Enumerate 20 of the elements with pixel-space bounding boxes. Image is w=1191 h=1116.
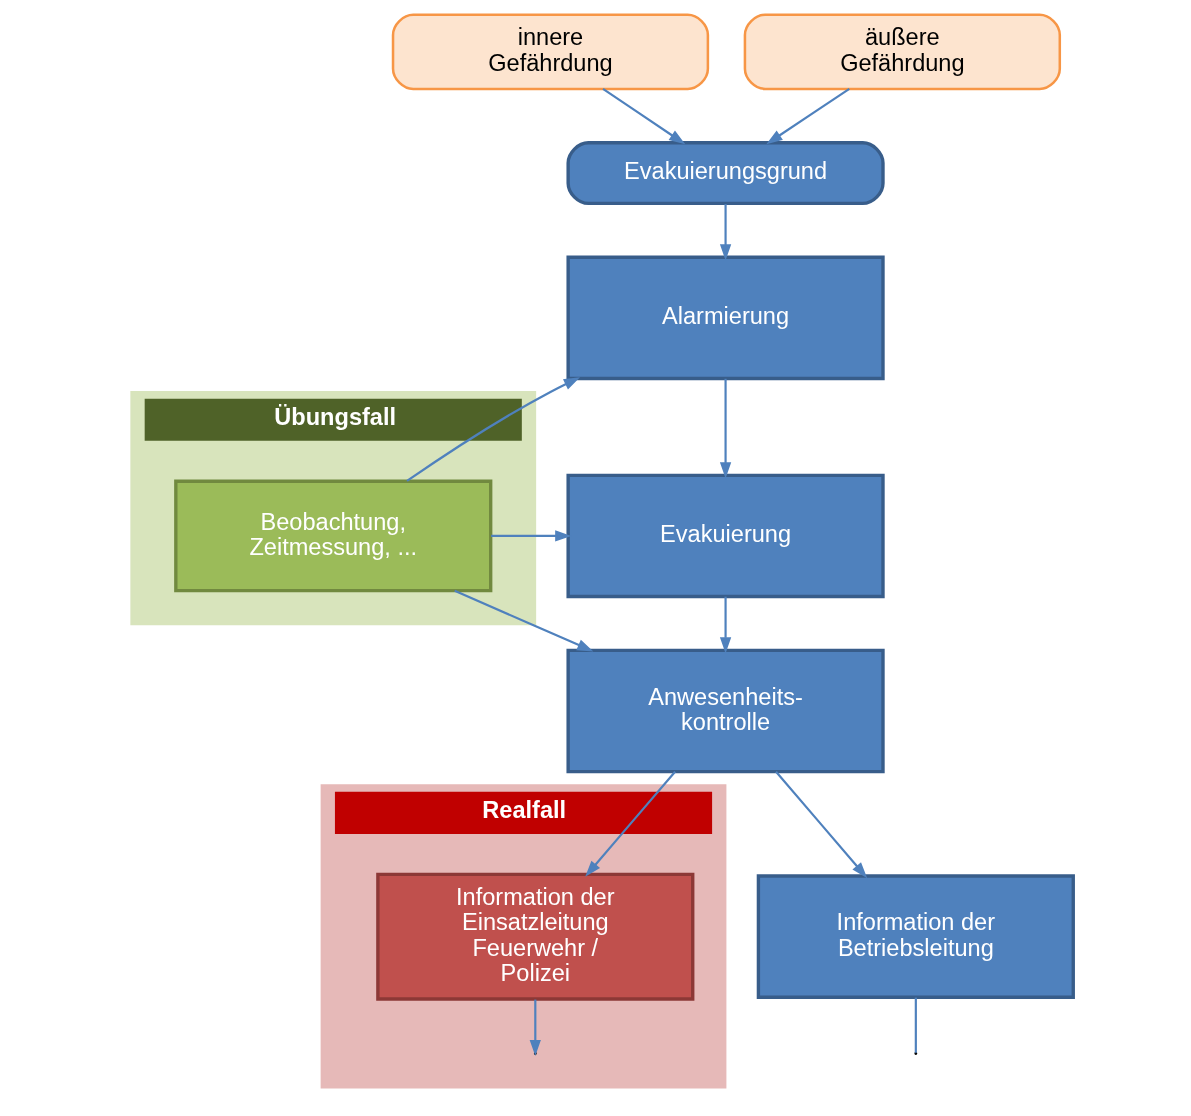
node-box: Information der Einsatzleitung Feuerwehr / Polizei — [376, 872, 695, 1001]
arrow — [719, 204, 732, 261]
arrow — [491, 530, 572, 542]
node-box: Anwesenheits- kontrolle — [566, 648, 885, 774]
arrow — [719, 596, 732, 654]
node-box: Information der Betriebsleitung — [756, 874, 1075, 999]
connector — [914, 997, 917, 1053]
arrow — [602, 88, 686, 145]
node-box: innere Gefährdung — [391, 13, 710, 91]
arrow — [775, 771, 868, 879]
arrow — [766, 87, 850, 145]
arrow — [454, 589, 594, 652]
node-box: Alarmierung — [566, 255, 885, 381]
node-box: äußere Gefährdung — [743, 13, 1062, 91]
node-box: Evakuierungsgrund — [566, 141, 885, 206]
arrow — [719, 378, 732, 479]
arrow — [585, 771, 676, 877]
arrow — [406, 377, 581, 482]
node-box: Beobachtung, Zeitmessung, ... — [174, 479, 493, 593]
node-box: Evakuierung — [566, 473, 885, 599]
